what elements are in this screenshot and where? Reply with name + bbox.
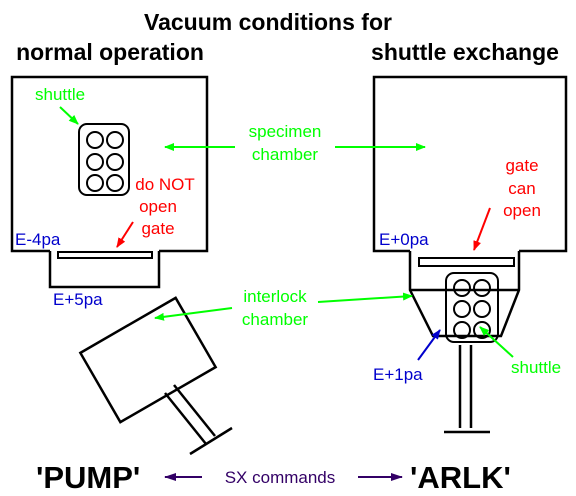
pump-command: 'PUMP' xyxy=(36,460,140,495)
shuttle-label-right: shuttle xyxy=(511,358,561,377)
right-gate xyxy=(418,257,515,267)
left-pump-stem-2 xyxy=(173,384,216,437)
arlk-command: 'ARLK' xyxy=(410,460,511,495)
left-gate xyxy=(57,251,153,259)
do-not-open-arrow xyxy=(116,221,134,248)
shuttle-label-left: shuttle xyxy=(35,85,85,104)
left-heading: normal operation xyxy=(16,39,204,65)
left-shuttle xyxy=(78,123,130,196)
gate-can-open-arrow xyxy=(473,207,491,251)
left-pump-foot xyxy=(189,426,233,456)
interlock-arrow-right xyxy=(317,292,413,303)
specimen-chamber-label-2: chamber xyxy=(252,145,318,164)
left-specimen-chamber xyxy=(10,75,209,253)
specimen-chamber-label-1: specimen xyxy=(249,122,322,141)
shuttle-right-arrow xyxy=(479,326,514,358)
do-not-open-label-3: gate xyxy=(141,219,174,238)
interlock-chamber-label-1: interlock xyxy=(243,287,307,306)
pressure-left-chamber: E-4pa xyxy=(15,230,61,249)
gate-can-open-label-3: open xyxy=(503,201,541,220)
do-not-open-label-2: open xyxy=(139,197,177,216)
pressure-right-interlock: E+1pa xyxy=(373,365,423,384)
interlock-chamber-label-2: chamber xyxy=(242,310,308,329)
shuttle-left-arrow xyxy=(59,106,79,125)
right-shuttle xyxy=(445,272,499,343)
right-specimen-chamber xyxy=(372,75,568,253)
pressure-right-chamber: E+0pa xyxy=(379,230,429,249)
gate-can-open-label-2: can xyxy=(508,179,535,198)
interlock-arrow-left xyxy=(154,307,233,321)
pressure-right-interlock-arrow xyxy=(417,329,441,361)
gate-can-open-label-1: gate xyxy=(505,156,538,175)
left-interlock-chamber xyxy=(48,251,161,289)
left-pump-stem-1 xyxy=(164,392,207,445)
left-pump xyxy=(78,296,218,424)
title-line: Vacuum conditions for xyxy=(144,9,392,35)
pressure-left-interlock: E+5pa xyxy=(53,290,103,309)
right-heading: shuttle exchange xyxy=(371,39,559,65)
sx-commands-label: SX commands xyxy=(225,468,336,487)
do-not-open-label-1: do NOT xyxy=(135,175,195,194)
